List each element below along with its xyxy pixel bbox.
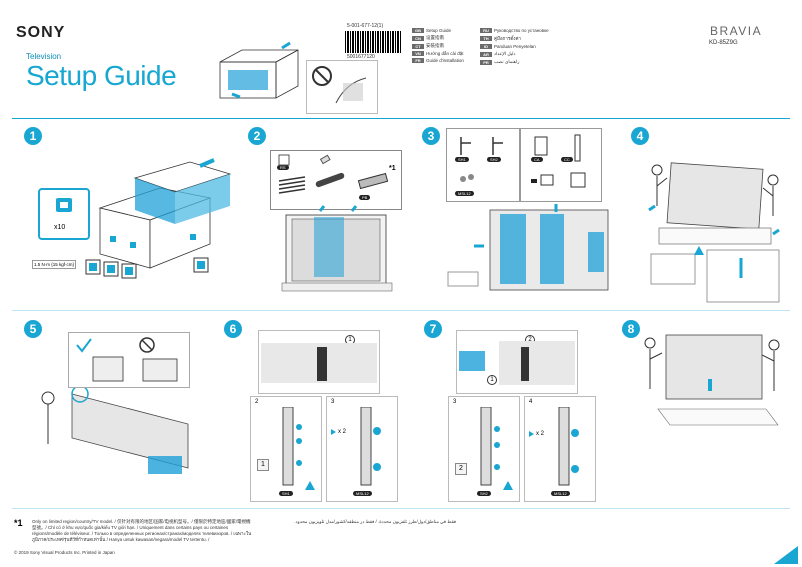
step-4-badge: 4: [631, 127, 649, 145]
part-number-box: 2: [455, 463, 467, 475]
part-label-sh1: SH1: [279, 491, 293, 496]
tv-placement-illustration: [41, 388, 189, 474]
step-7-inset-1: 1 2: [456, 330, 578, 394]
page-title: Setup Guide: [26, 60, 177, 91]
sub-step-4: 4: [529, 399, 533, 405]
packaging-illustration: [219, 41, 299, 99]
sub-step-3: 3: [331, 399, 335, 405]
part-label-msl12: MSL12: [353, 491, 372, 496]
model-number: KD-85Z9G: [709, 40, 738, 46]
sub-step-3: 3: [453, 399, 457, 405]
screw-removal-inset: x10: [38, 188, 90, 240]
step-8-badge: 8: [622, 320, 640, 338]
box-unpack-illustration: [98, 158, 232, 269]
step-2-badge: 2: [248, 127, 266, 145]
step-5-badge: 5: [24, 320, 42, 338]
footnote-mark: *1: [14, 518, 23, 528]
caution-icon: [694, 246, 704, 255]
bracket-parts-panel-left: SH1 SH2 MSL12: [446, 128, 520, 202]
step-1-badge: 1: [24, 127, 42, 145]
row-divider: [12, 310, 790, 311]
step-6-badge: 6: [224, 320, 242, 338]
sony-logo: SONY: [16, 24, 66, 41]
step-6-inset-1: 1: [258, 330, 380, 394]
footnote-text: Only on limited region/country/TV model.…: [32, 519, 252, 542]
accessory-label-rs: RS: [277, 165, 289, 170]
screw-count: x 2: [331, 429, 346, 435]
product-category: Television: [26, 52, 62, 61]
step-3-badge: 3: [422, 127, 440, 145]
accessory-label-pb: PB: [359, 195, 371, 200]
footer-divider: [12, 508, 790, 509]
bracket-parts-panel-right: CA CC: [520, 128, 602, 202]
caution-icon: [503, 481, 513, 490]
prohibition-panel: [306, 60, 378, 114]
stand-tv-upright-illustration: [644, 334, 780, 426]
bravia-logo: BRAVIA: [710, 24, 763, 38]
screw-clip-icons: [85, 257, 209, 279]
arrow-right-icon: [331, 429, 336, 435]
header-divider: [12, 118, 790, 119]
step-6-inset-3: 3 x 2 MSL12: [326, 396, 398, 502]
correct-incorrect-panel: [68, 332, 190, 388]
tv-in-box-illustration: [281, 205, 393, 292]
sub-step-2: 2: [255, 399, 259, 405]
document-number: 5-001-677-12(1): [347, 23, 384, 29]
step-7-badge: 7: [424, 320, 442, 338]
torque-spec: 1.5 N·m {15 kgf·cm}: [32, 260, 76, 269]
check-icon: [76, 338, 92, 353]
arrow-right-icon: [529, 431, 534, 437]
screw-count: x10: [54, 224, 66, 231]
barcode-number: 5001677120: [347, 54, 375, 60]
part-label-sh2: SH2: [477, 491, 491, 496]
copyright: © 2019 Sony Visual Products Inc. Printed…: [14, 550, 115, 555]
part-label-cc: CC: [561, 157, 573, 162]
accessories-panel: *1 RS PB: [270, 150, 402, 210]
footnote-text-arabic: فقط في مناطق/دول/طرز تلفزيون محددة. / فق…: [294, 519, 456, 524]
footnote-mark: *1: [389, 165, 396, 172]
page-corner-tab: [774, 546, 798, 564]
screw-count: x 2: [529, 431, 544, 437]
step-7-inset-4: 4 x 2 MSL12: [524, 396, 596, 502]
prohibited-icon: [312, 66, 332, 86]
part-label-msl12: MSL12: [455, 191, 474, 196]
step-7-inset-3: 3 2 SH2: [448, 396, 520, 502]
tv-stand-removal-illustration: [447, 204, 609, 291]
part-number-box: 1: [257, 459, 269, 471]
barcode: [345, 31, 401, 53]
part-label-msl12: MSL12: [551, 491, 570, 496]
part-label-ca: CA: [531, 157, 543, 162]
sub-step-1: 1: [487, 375, 497, 385]
caution-icon: [305, 481, 315, 490]
step-6-inset-2: 2 1 SH1: [250, 396, 322, 502]
part-label-sh1: SH1: [455, 157, 469, 162]
part-label-sh2: SH2: [487, 157, 501, 162]
lift-tv-illustration: [648, 162, 780, 303]
